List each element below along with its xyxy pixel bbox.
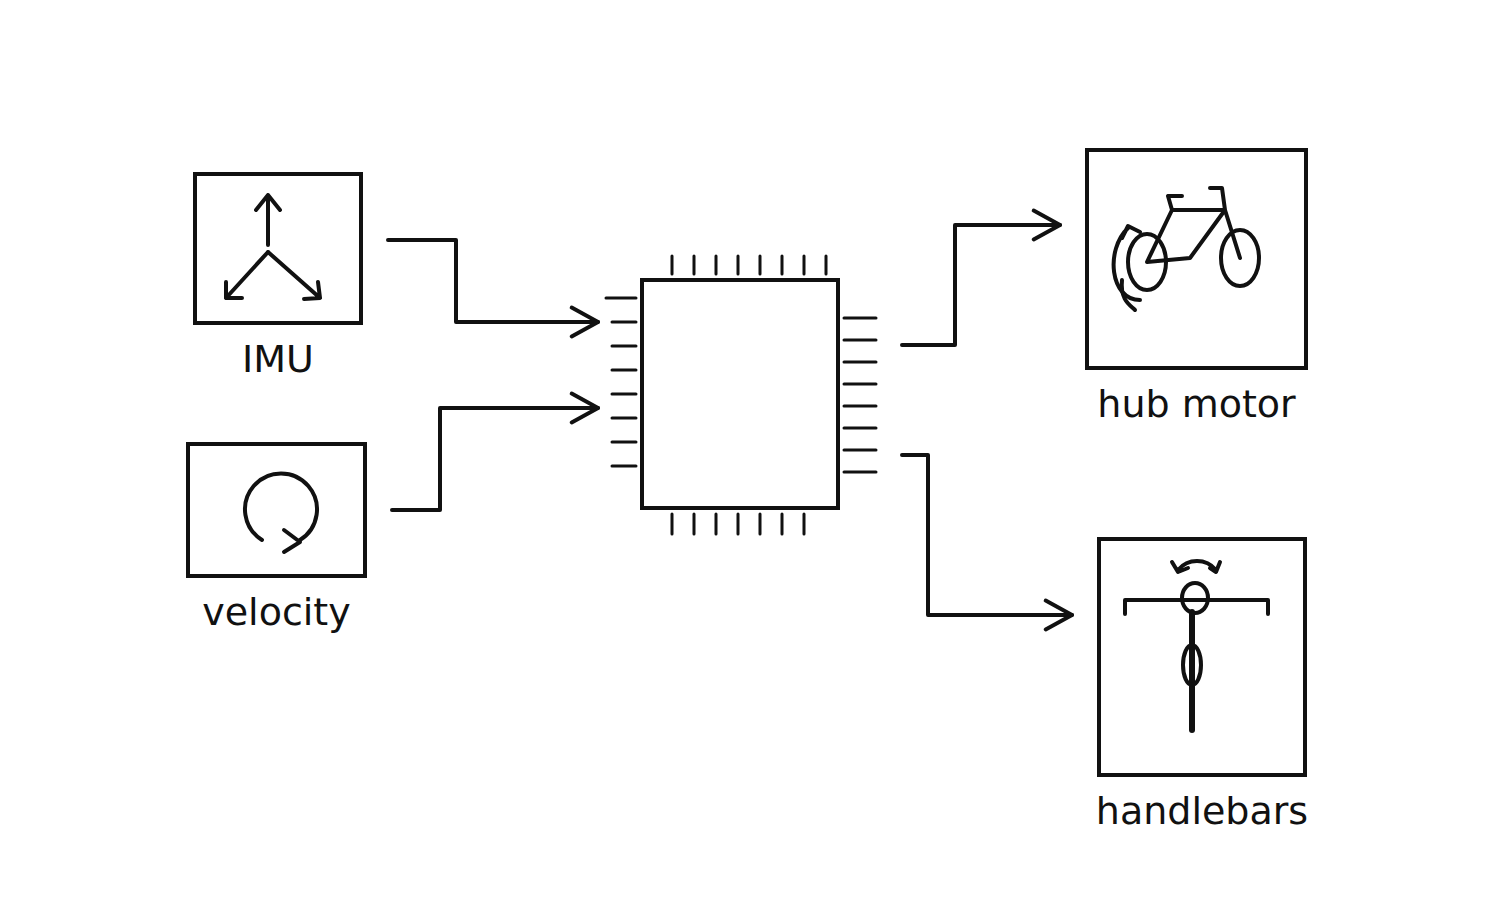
connector-line xyxy=(392,408,598,510)
signal-connector xyxy=(388,240,598,336)
bicycle-icon xyxy=(1114,188,1259,310)
node-label: velocity xyxy=(202,592,351,634)
sensor-box: IMU xyxy=(193,172,363,325)
actuator-box: hub motor xyxy=(1085,148,1308,370)
node-label: hub motor xyxy=(1097,384,1295,426)
sensor-box: velocity xyxy=(186,442,367,578)
signal-connector xyxy=(902,211,1060,345)
connector-line xyxy=(902,225,1060,345)
node-label: IMU xyxy=(242,339,314,381)
arrowhead xyxy=(572,394,598,423)
arrowhead xyxy=(572,308,598,337)
arrowhead xyxy=(1046,601,1072,630)
arrowhead xyxy=(1034,211,1060,240)
handlebars-icon xyxy=(1125,561,1268,730)
node-label: handlebars xyxy=(1096,791,1308,833)
connector-line xyxy=(902,455,1072,615)
signal-connector xyxy=(392,394,598,510)
microcontroller-chip xyxy=(640,278,840,510)
velocity-icon xyxy=(245,473,317,552)
connector-line xyxy=(388,240,598,322)
chip-pins xyxy=(606,256,876,534)
signal-connector xyxy=(902,455,1072,629)
actuator-box: handlebars xyxy=(1097,537,1307,777)
imu-icon xyxy=(226,195,320,299)
